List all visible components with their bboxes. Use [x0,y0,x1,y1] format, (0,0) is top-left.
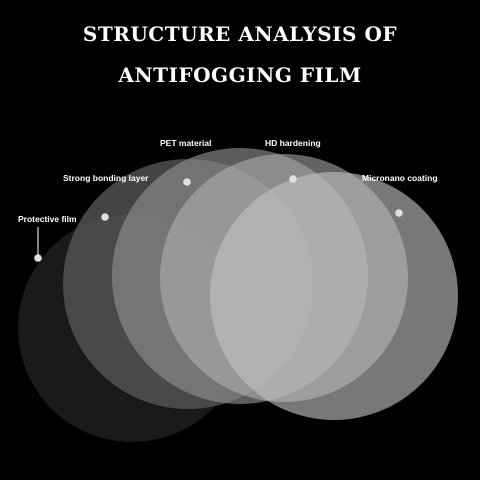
layer-circle-micronano-coating [210,172,458,420]
layer-circles [18,148,458,442]
page-title-line-2: ANTIFOGGING FILM [118,63,362,87]
layer-label-micronano-coating: Micronano coating [362,173,438,183]
layer-label-hd-hardening: HD hardening [265,138,321,148]
layer-labels: Protective film Strong bonding layer PET m… [18,138,438,224]
marker-dot-hd-hardening [289,175,297,183]
marker-dot-protective-film [34,254,42,262]
marker-dot-pet-material [183,178,191,186]
marker-dot-micronano-coating [395,209,403,217]
layer-label-pet-material: PET material [160,138,212,148]
layer-label-strong-bonding-layer: Strong bonding layer [63,173,149,183]
marker-dot-strong-bonding-layer [101,213,109,221]
layer-markers [34,175,403,262]
layer-label-protective-film: Protective film [18,214,77,224]
page-title-line-1: STRUCTURE ANALYSIS OF [82,22,398,46]
